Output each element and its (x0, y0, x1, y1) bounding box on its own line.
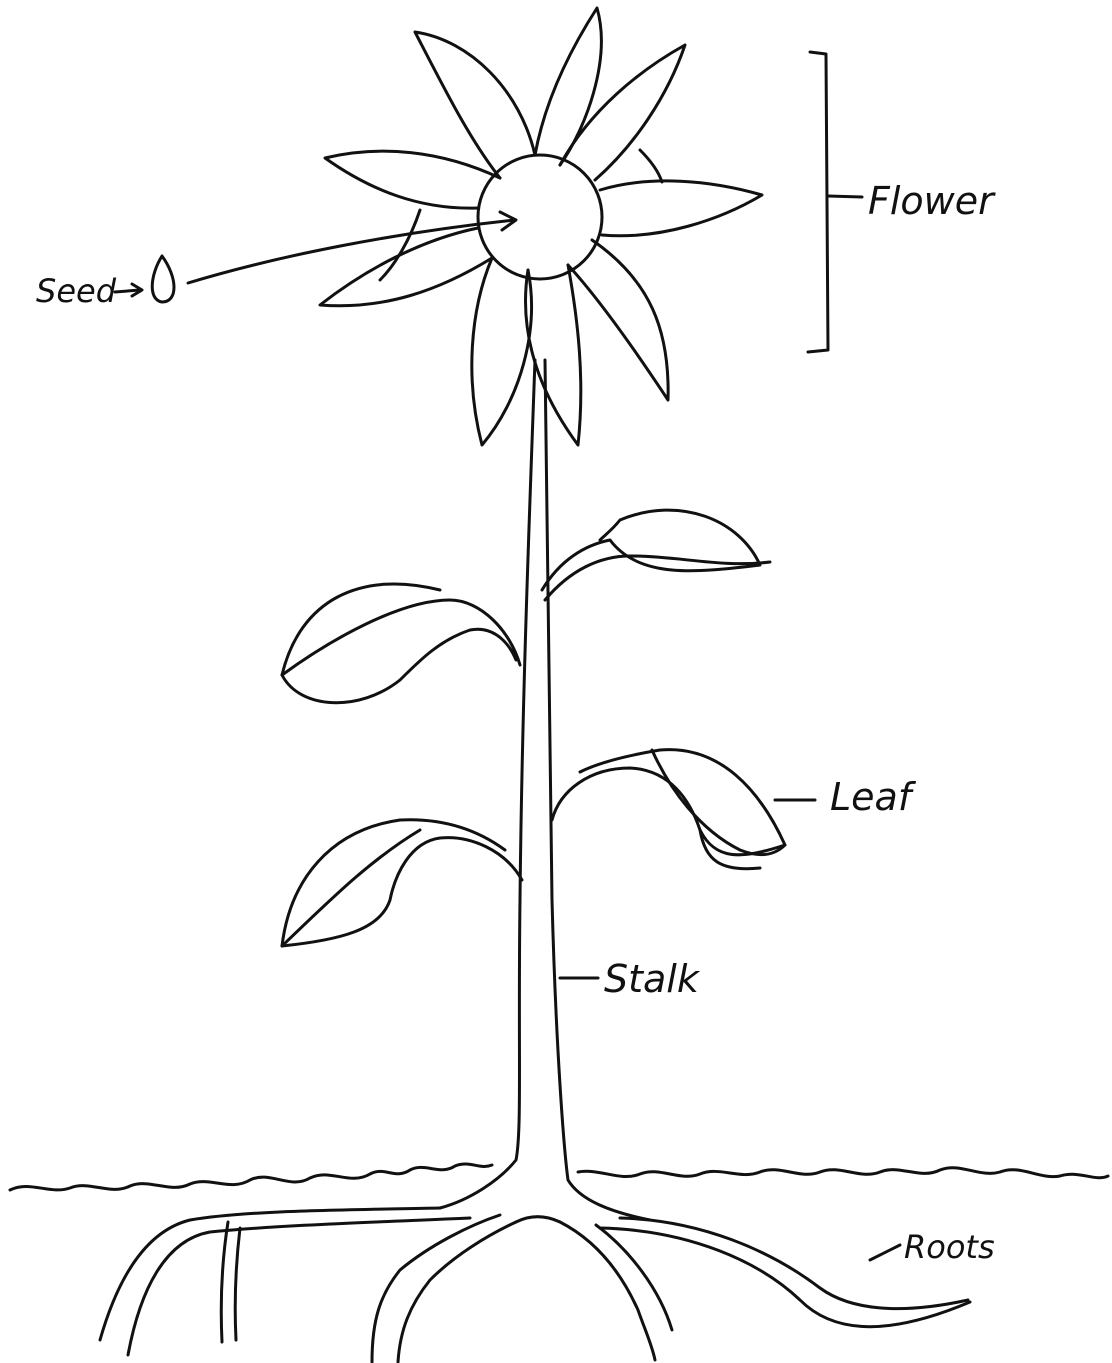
roots-pointer (870, 1245, 900, 1260)
ground-line (10, 1164, 492, 1190)
stalk-label: Stalk (604, 957, 701, 1001)
leaf-upper-right (542, 510, 770, 600)
flower-bracket (808, 52, 862, 352)
seed-pointer (115, 212, 516, 302)
flower-center (478, 155, 602, 279)
stalk (440, 360, 650, 1220)
leaf-middle-left (282, 820, 522, 946)
roots (100, 1208, 970, 1362)
roots-label: Roots (904, 1228, 995, 1266)
seed-icon (152, 256, 174, 302)
leaf-upper-left (282, 584, 520, 703)
seed-label: Seed (36, 272, 117, 310)
leaf-label: Leaf (830, 775, 917, 819)
ground-line-right (578, 1168, 1108, 1178)
flower-petals (320, 8, 762, 445)
flower-label: Flower (868, 179, 996, 223)
leaf-middle-right (552, 750, 785, 869)
